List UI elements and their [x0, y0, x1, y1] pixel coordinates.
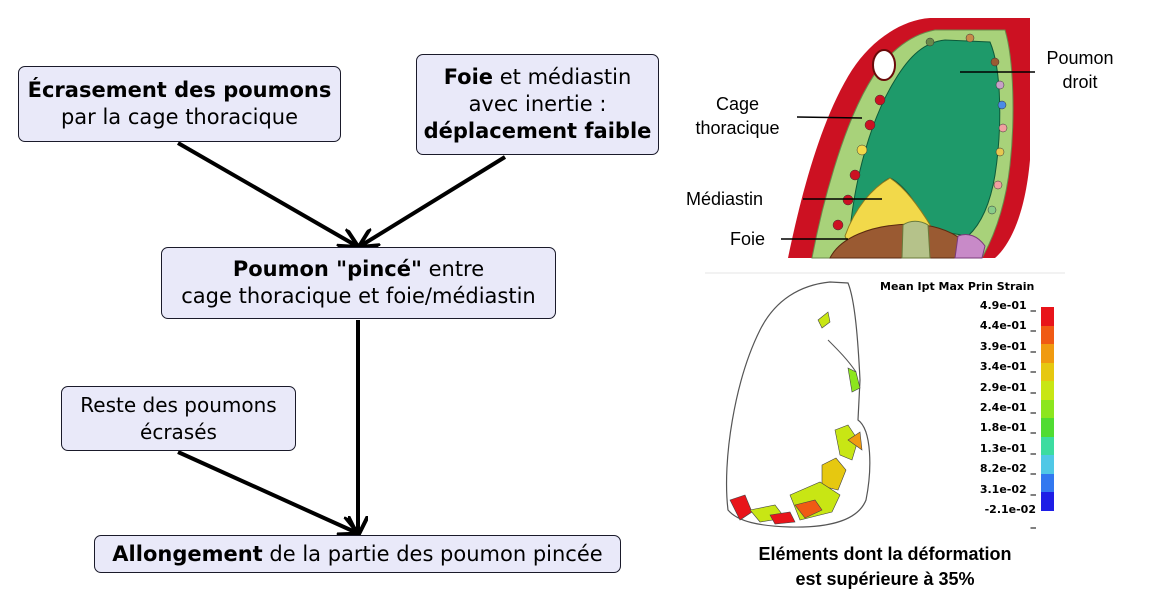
arrow-box1-to-box3	[177, 141, 355, 245]
strain-tick-label: 8.2e-02 _	[979, 462, 1036, 476]
label-mediastin: Médiastin	[686, 189, 764, 209]
strain-tick-label: 2.9e-01 _	[979, 380, 1036, 394]
pointer-cage	[796, 116, 863, 119]
box-reste-line1: Reste des poumons	[80, 392, 277, 417]
box-allongement-bold: Allongement	[112, 541, 263, 566]
box-reste-poumons: Reste des poumons écrasés	[61, 386, 296, 451]
pink-organ	[954, 233, 986, 259]
strain-patches	[729, 311, 863, 525]
label-foie: Foie	[730, 229, 766, 249]
box-foie-line2: avec inertie :	[468, 92, 607, 116]
strain-tick-label: 4.4e-01 _	[979, 319, 1036, 333]
strain-tick-label: 1.3e-01 _	[979, 441, 1036, 455]
box-foie-line3: déplacement faible	[423, 119, 652, 143]
label-cage-line1: Cage	[715, 94, 760, 114]
box-ecrasement-bold: Écrasement des poumons	[27, 78, 332, 102]
arrow-box4-to-box5	[177, 450, 355, 532]
strain-legend-title: Mean Ipt Max Prin Strain	[880, 280, 1035, 293]
box-foie-bold: Foie	[443, 65, 494, 89]
strain-tick-label: -2.1e-02 _	[984, 503, 1036, 529]
lung-inner-line	[827, 339, 857, 373]
strain-color-swatch	[1041, 325, 1054, 345]
strain-caption-line1: Eléments dont la déformation	[758, 544, 1012, 564]
strain-tick-label: 3.4e-01 _	[979, 360, 1036, 374]
label-cage-thoracique: Cage thoracique	[680, 92, 795, 140]
box-pince-rest: entre	[421, 257, 485, 281]
strain-tick-label: 3.9e-01 _	[979, 339, 1036, 353]
label-poumon-line1: Poumon	[1046, 48, 1114, 68]
strain-color-swatch	[1041, 381, 1054, 401]
lung-outline	[725, 281, 871, 528]
strain-tick-label: 4.9e-01 _	[979, 299, 1036, 312]
top-bubble	[872, 49, 896, 81]
rib-dots	[832, 33, 1008, 231]
strain-color-swatch	[1041, 492, 1054, 512]
strain-color-swatch	[1041, 418, 1054, 438]
box-reste-line2: écrasés	[140, 419, 217, 444]
strain-color-swatch	[1041, 344, 1054, 364]
strain-color-swatch	[1041, 436, 1054, 456]
label-poumon-droit: Poumon droit	[1040, 46, 1120, 94]
strain-tick-label: 3.1e-02 _	[979, 482, 1036, 496]
box-allongement-rest: de la partie des poumon pincée	[262, 541, 603, 566]
strain-color-swatch	[1041, 473, 1054, 493]
strain-tick-label: 2.4e-01 _	[979, 401, 1036, 414]
box-ecrasement-rest: par la cage thoracique	[60, 105, 299, 129]
box-foie-rest: et médiastin	[493, 65, 632, 89]
box-allongement: Allongement de la partie des poumon pinc…	[94, 535, 621, 573]
box-pince-line2: cage thoracique et foie/médiastin	[181, 284, 536, 308]
strain-caption-line2: est supérieure à 35%	[795, 569, 975, 589]
strain-color-swatch	[1041, 455, 1054, 475]
strain-color-swatch	[1041, 307, 1054, 327]
box-poumon-pince: Poumon "pincé" entre cage thoracique et …	[161, 247, 556, 319]
strain-color-swatch	[1041, 399, 1054, 419]
label-poumon-line2: droit	[1062, 72, 1098, 92]
spine	[901, 220, 931, 259]
arrow-box2-to-box3	[362, 155, 507, 245]
label-cage-line2: thoracique	[695, 118, 780, 138]
strain-caption: Eléments dont la déformation est supérie…	[705, 542, 1065, 592]
box-ecrasement: Écrasement des poumons par la cage thora…	[18, 66, 341, 142]
box-pince-bold: Poumon "pincé"	[232, 257, 422, 281]
strain-tick-label: 1.8e-01 _	[979, 421, 1036, 435]
strain-color-swatch	[1041, 362, 1054, 382]
box-foie-mediastin: Foie et médiastin avec inertie : déplace…	[416, 54, 659, 155]
